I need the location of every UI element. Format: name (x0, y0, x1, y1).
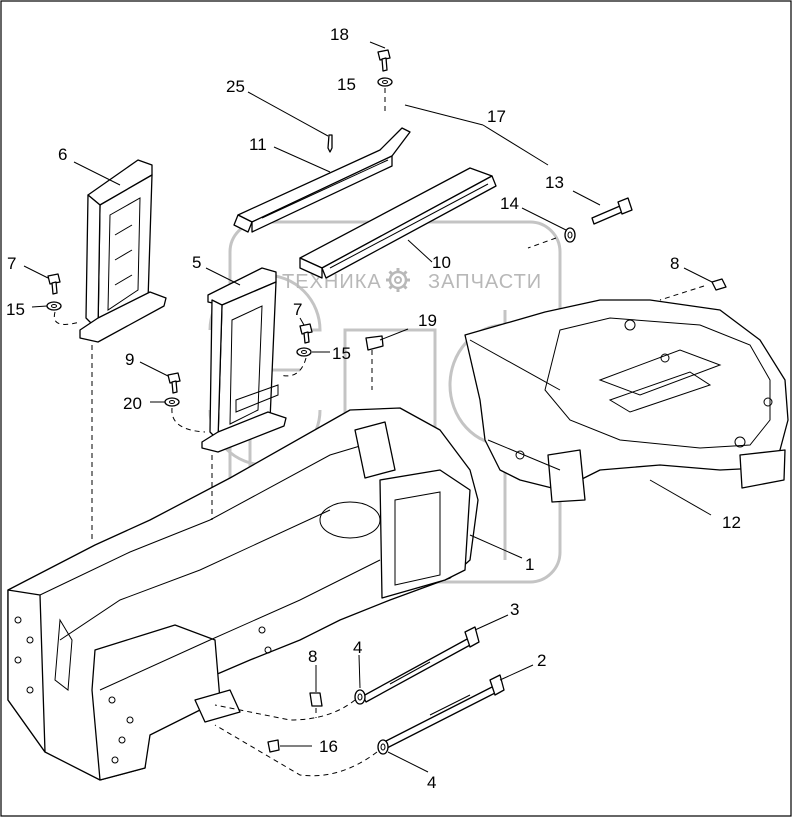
callout-2: 2 (537, 651, 546, 670)
part-4-washer-upper (354, 689, 366, 705)
callout-11: 11 (249, 135, 267, 154)
part-7-bolt-center (299, 323, 313, 344)
part-9-bolt (167, 372, 181, 394)
callout-19: 19 (418, 311, 437, 330)
callout-15-top: 15 (337, 75, 356, 94)
callout-16: 16 (319, 737, 338, 756)
callout-3: 3 (510, 600, 519, 619)
callout-14: 14 (500, 194, 519, 213)
part-14-washer (564, 227, 576, 243)
part-20-washer (164, 397, 180, 407)
callout-5: 5 (192, 253, 201, 272)
callout-7-left: 7 (7, 254, 16, 273)
callout-18: 18 (330, 25, 349, 44)
watermark-right-text: ЗАПЧАСТИ (428, 271, 542, 293)
callout-25: 25 (226, 77, 245, 96)
callout-17: 17 (487, 107, 506, 126)
part-15-washer-left (46, 301, 62, 311)
callout-labels: 18 15 25 17 11 6 13 14 5 10 7 8 15 7 19 … (6, 25, 741, 792)
part-19-plug (365, 335, 384, 351)
callout-4-upper: 4 (353, 638, 362, 657)
callout-15-center: 15 (332, 344, 351, 363)
leader-lines (23, 41, 713, 773)
gear-icon (386, 268, 410, 292)
callout-6: 6 (58, 145, 67, 164)
callout-15-left: 15 (6, 300, 25, 319)
part-15-washer-center (296, 347, 312, 357)
callout-8-lower: 8 (308, 647, 317, 666)
part-25-pin (327, 134, 333, 153)
callout-20: 20 (123, 394, 142, 413)
part-16-plug (267, 739, 280, 753)
callout-10: 10 (432, 253, 451, 272)
part-12-casting (464, 299, 789, 503)
part-8-nut-upper (711, 278, 727, 291)
assembly-lines (53, 88, 705, 777)
part-13-bolt (591, 197, 633, 225)
part-15-washer-top (377, 77, 393, 87)
part-3-long-bolt (362, 626, 480, 703)
part-1-main-frame (7, 407, 479, 781)
callout-8-right: 8 (670, 254, 679, 273)
part-18-bolt (377, 49, 391, 72)
callout-9: 9 (125, 350, 134, 369)
part-2-long-bolt (383, 674, 505, 749)
callout-7-center: 7 (293, 300, 302, 319)
part-4-washer-lower (377, 739, 389, 755)
watermark-left-text: ТЕХНИКА (282, 271, 382, 293)
callout-13: 13 (545, 173, 564, 192)
callout-1: 1 (525, 555, 534, 574)
part-6-support-bracket (79, 159, 167, 343)
callout-4-lower: 4 (427, 773, 436, 792)
callout-12: 12 (722, 513, 741, 532)
part-11-rail (233, 127, 411, 233)
part-7-bolt-left (47, 273, 61, 295)
part-5-bracket (201, 267, 287, 453)
part-10-rail (299, 167, 497, 279)
part-8-nut-lower (309, 692, 323, 707)
